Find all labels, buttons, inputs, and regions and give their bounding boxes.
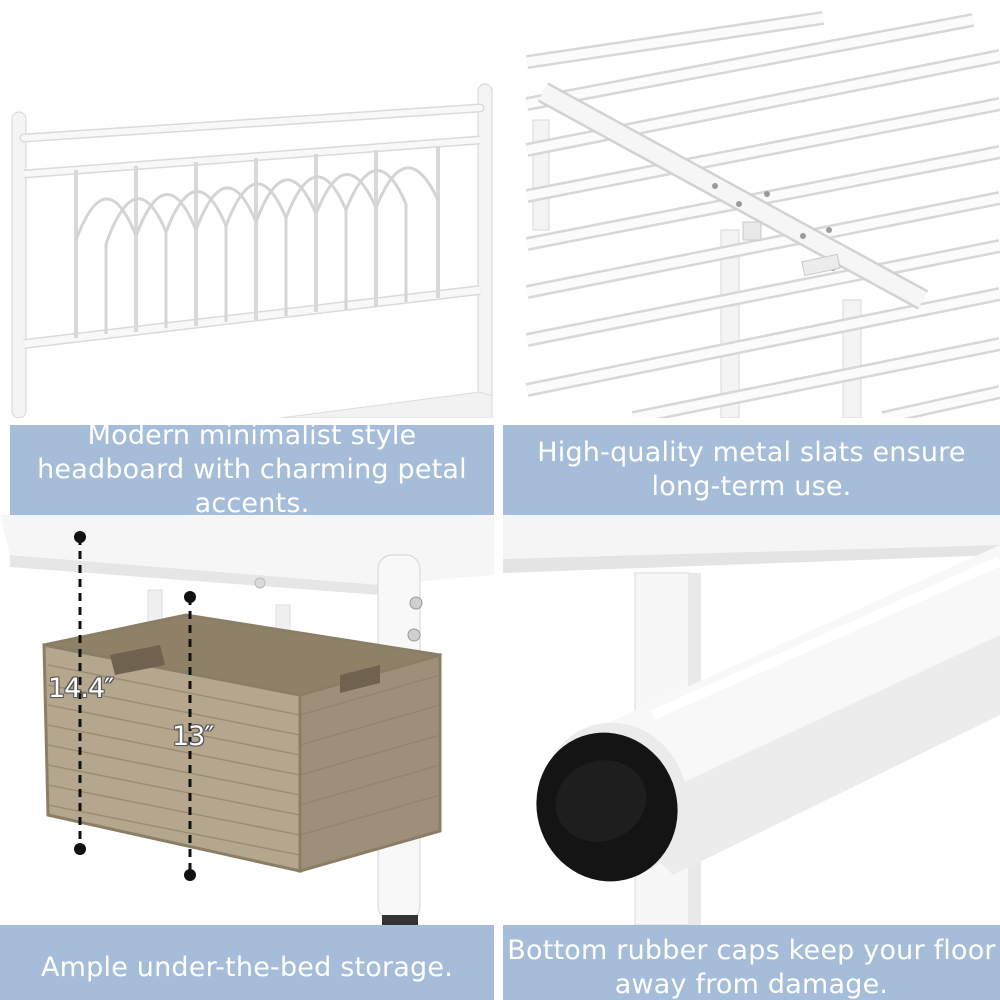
- caps-caption: Bottom rubber caps keep your floor away …: [503, 925, 1000, 1000]
- headboard-caption: Modern minimalist style headboard with c…: [10, 420, 494, 515]
- basket-height-label: 13″: [172, 721, 214, 752]
- slats-caption: High-quality metal slats ensure long-ter…: [503, 425, 1000, 515]
- slats-panel: High-quality metal slats ensure long-ter…: [503, 0, 1000, 515]
- storage-panel: 14.4″ 13″ Ample under-the-bed storage.: [0, 515, 494, 1000]
- slats-photo: [503, 0, 1000, 418]
- caps-panel: Bottom rubber caps keep your floor away …: [503, 515, 1000, 1000]
- headboard-photo: [10, 0, 494, 418]
- storage-caption: Ample under-the-bed storage.: [0, 925, 494, 1000]
- headboard-panel: Modern minimalist style headboard with c…: [10, 0, 494, 515]
- clearance-height-label: 14.4″: [48, 673, 114, 704]
- storage-photo: [0, 515, 494, 925]
- caps-photo: [503, 515, 1000, 925]
